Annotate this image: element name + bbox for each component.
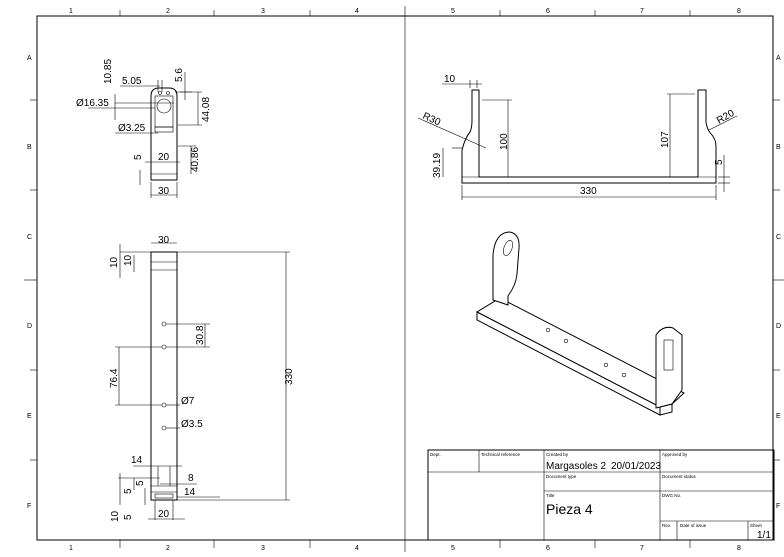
zone-label: E — [776, 413, 781, 420]
end-view: 10.85 5.05 5.6 Ø16.35 44.08 Ø3.25 5 20 4… — [76, 59, 212, 198]
zone-label: C — [27, 234, 32, 241]
dimension-label: 30.8 — [195, 325, 206, 345]
title-block-text: Pieza 4 — [546, 501, 593, 517]
dimension-label: 30 — [158, 186, 170, 197]
dimension-label: 107 — [660, 131, 671, 148]
title-block-text: Title — [546, 493, 555, 498]
zone-column-labels-top: 1 2 3 4 5 6 7 8 — [69, 8, 741, 15]
zone-label: 3 — [261, 545, 265, 552]
zone-label: 5 — [451, 545, 455, 552]
zone-row-labels-right: A B C D E F — [776, 55, 781, 510]
title-block-text: Approved by — [662, 452, 688, 457]
zone-label: F — [27, 503, 31, 510]
dimension-label: 330 — [284, 368, 295, 385]
dimension-label: 330 — [580, 186, 597, 197]
zone-label: B — [776, 144, 781, 151]
zone-label: A — [776, 55, 781, 62]
title-block-text: Created by — [546, 452, 569, 457]
zone-label: D — [776, 323, 781, 330]
dimension-label: 10 — [123, 254, 134, 266]
zone-label: B — [27, 144, 32, 151]
dimension-label: R20 — [715, 108, 737, 127]
dimension-label: 5 — [123, 514, 134, 520]
title-block-text: 20/01/2023 — [611, 461, 661, 472]
dimension-label: Ø3.5 — [181, 419, 203, 430]
dimension-label: 5 — [135, 480, 146, 486]
zone-column-labels-bottom: 1 2 3 4 5 6 7 8 — [69, 545, 741, 552]
dimension-label: 8 — [188, 473, 194, 484]
dimension-label: 5.6 — [174, 68, 185, 82]
zone-label: 6 — [546, 8, 550, 15]
zone-label: 7 — [640, 545, 644, 552]
title-block-text: Dept. — [430, 452, 441, 457]
zone-label: C — [776, 234, 781, 241]
dimension-label: 5 — [123, 488, 134, 494]
dimension-label: 5.05 — [122, 76, 142, 87]
title-block-text: DWG No. — [662, 493, 681, 498]
title-block: Dept. Technical reference Created by Mar… — [427, 449, 775, 541]
zone-label: 6 — [546, 545, 550, 552]
dimension-label: 10.85 — [103, 59, 114, 84]
dimension-label: 40.86 — [190, 147, 201, 172]
title-block-text: Margasoles 2 — [546, 461, 606, 472]
front-view: 10 R30 100 39.19 107 R20 5 330 — [417, 74, 738, 200]
isometric-view — [475, 231, 685, 416]
zone-label: 8 — [737, 545, 741, 552]
title-block-text: Rev. — [662, 523, 671, 528]
zone-label: 1 — [69, 8, 73, 15]
zone-separators — [24, 6, 784, 552]
zone-label: 5 — [451, 8, 455, 15]
zone-label: 2 — [166, 545, 170, 552]
dimension-label: 10 — [444, 74, 456, 85]
dimension-label: 5 — [714, 159, 725, 165]
zone-label: 1 — [69, 545, 73, 552]
dimension-label: 14 — [184, 487, 196, 498]
dimension-label: 10 — [109, 256, 120, 268]
dimension-label: 20 — [158, 152, 170, 163]
dimension-label: 100 — [499, 133, 510, 150]
title-block-text: Sheet — [750, 523, 763, 528]
dimension-label: Ø7 — [181, 396, 195, 407]
dimension-label: 30 — [158, 235, 170, 246]
dimension-label: 76.4 — [109, 368, 120, 388]
dimension-label: 39.19 — [432, 153, 443, 178]
title-block-text: Document status — [662, 474, 697, 479]
title-block-text: Document type — [546, 474, 577, 479]
zone-label: E — [27, 413, 32, 420]
title-block-text: 1/1 — [757, 530, 771, 541]
dimension-label: 20 — [158, 509, 170, 520]
title-block-text: Date of issue — [680, 523, 707, 528]
zone-label: F — [776, 503, 780, 510]
zone-label: A — [27, 55, 32, 62]
zone-label: 4 — [355, 545, 359, 552]
zone-label: D — [27, 323, 32, 330]
bottom-view: 30 10 10 330 30.8 76.4 Ø7 Ø3.5 14 8 5 5 … — [109, 235, 295, 522]
dimension-label: Ø16.35 — [76, 98, 109, 109]
zone-label: 3 — [261, 8, 265, 15]
zone-label: 8 — [737, 8, 741, 15]
dimension-label: 5 — [133, 154, 144, 160]
zone-label: 2 — [166, 8, 170, 15]
dimension-label: 44.08 — [201, 97, 212, 122]
title-block-text: Technical reference — [481, 452, 521, 457]
dimension-label: 14 — [131, 455, 143, 466]
dimension-label: 10 — [110, 510, 121, 522]
dimension-label: Ø3.25 — [118, 123, 146, 134]
dimension-label: R30 — [421, 111, 443, 129]
zone-label: 7 — [640, 8, 644, 15]
zone-label: 4 — [355, 8, 359, 15]
zone-row-labels-left: A B C D E F — [27, 55, 32, 510]
